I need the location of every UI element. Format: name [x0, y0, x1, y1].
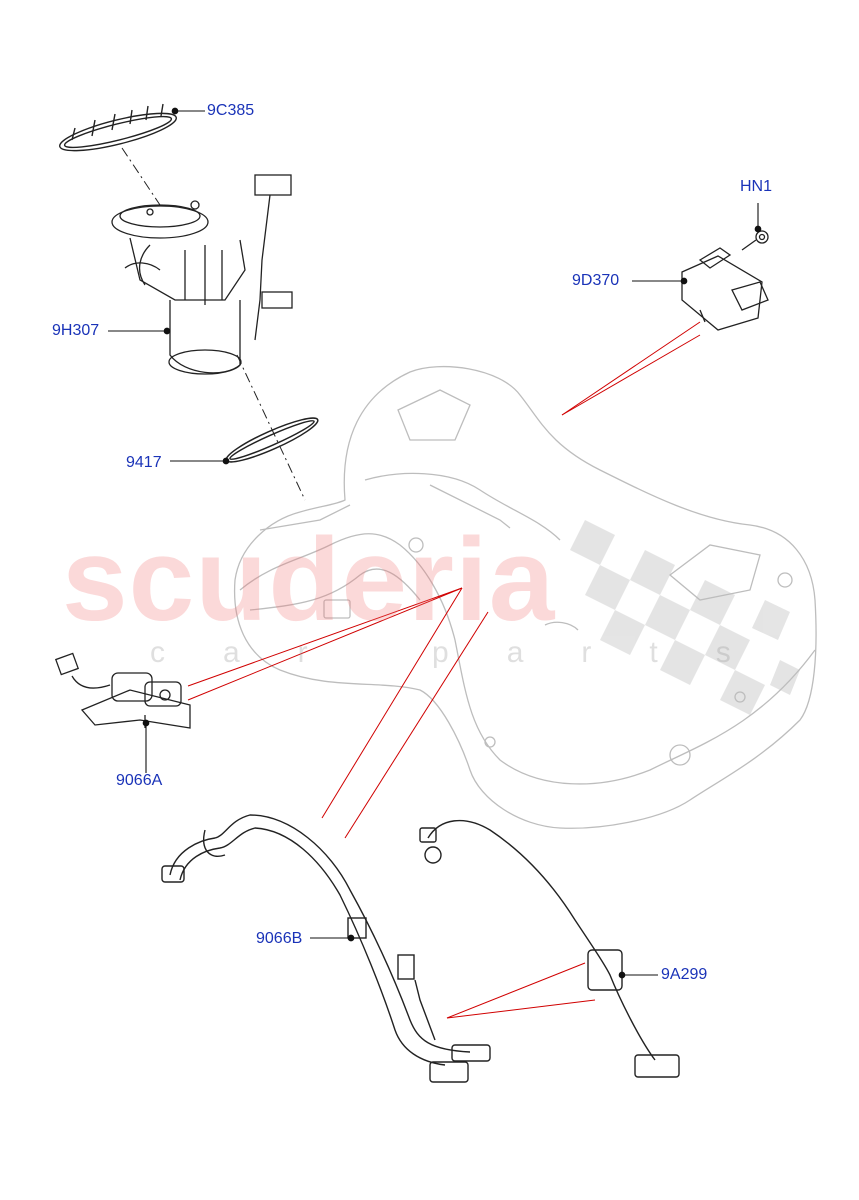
- callout-leaders: [108, 107, 762, 979]
- callout-9a299[interactable]: 9A299: [661, 966, 708, 983]
- red-leader-lines: [187, 321, 701, 1019]
- sensor-valve-9066a: [54, 652, 191, 729]
- nut-hn1: [741, 230, 769, 251]
- callout-9417[interactable]: 9417: [126, 454, 162, 471]
- checker-flag-watermark: [570, 520, 800, 715]
- callout-9h307[interactable]: 9H307: [52, 322, 100, 339]
- callout-9066b[interactable]: 9066B: [256, 930, 303, 947]
- callout-hn1[interactable]: HN1: [740, 178, 773, 195]
- gasket-9417: [225, 417, 319, 463]
- wiring-harness-9066b: [161, 814, 491, 1083]
- control-module-9d370: [681, 247, 769, 331]
- callout-9c385[interactable]: 9C385: [207, 102, 255, 119]
- seal-ring-9c385: [59, 103, 177, 152]
- callout-9d370[interactable]: 9D370: [572, 272, 620, 289]
- fuel-tank-outline: [233, 365, 817, 829]
- assembly-axis: [121, 147, 306, 501]
- callout-9066a[interactable]: 9066A: [116, 772, 163, 789]
- wiring-harness-9a299: [419, 819, 680, 1078]
- fuel-pump-module-9h307: [111, 174, 293, 375]
